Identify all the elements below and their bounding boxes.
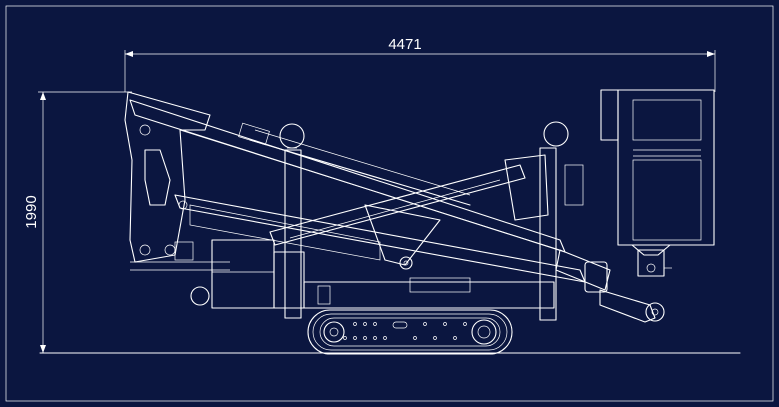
outrigger-left bbox=[279, 123, 305, 319]
height-dimension: 1990 bbox=[23, 91, 132, 353]
platform-basket bbox=[600, 89, 715, 256]
track-undercarriage bbox=[307, 309, 513, 355]
boom-bracket bbox=[364, 154, 584, 270]
length-dimension-label: 4471 bbox=[388, 36, 421, 53]
height-dimension-label: 1990 bbox=[23, 195, 40, 228]
jib-rotator bbox=[555, 249, 672, 323]
rear-tower bbox=[124, 91, 211, 263]
drawing-frame bbox=[5, 5, 774, 402]
outrigger-right bbox=[539, 121, 569, 321]
chassis bbox=[130, 239, 555, 309]
boom-arms bbox=[129, 99, 586, 283]
length-dimension: 4471 bbox=[124, 36, 716, 92]
